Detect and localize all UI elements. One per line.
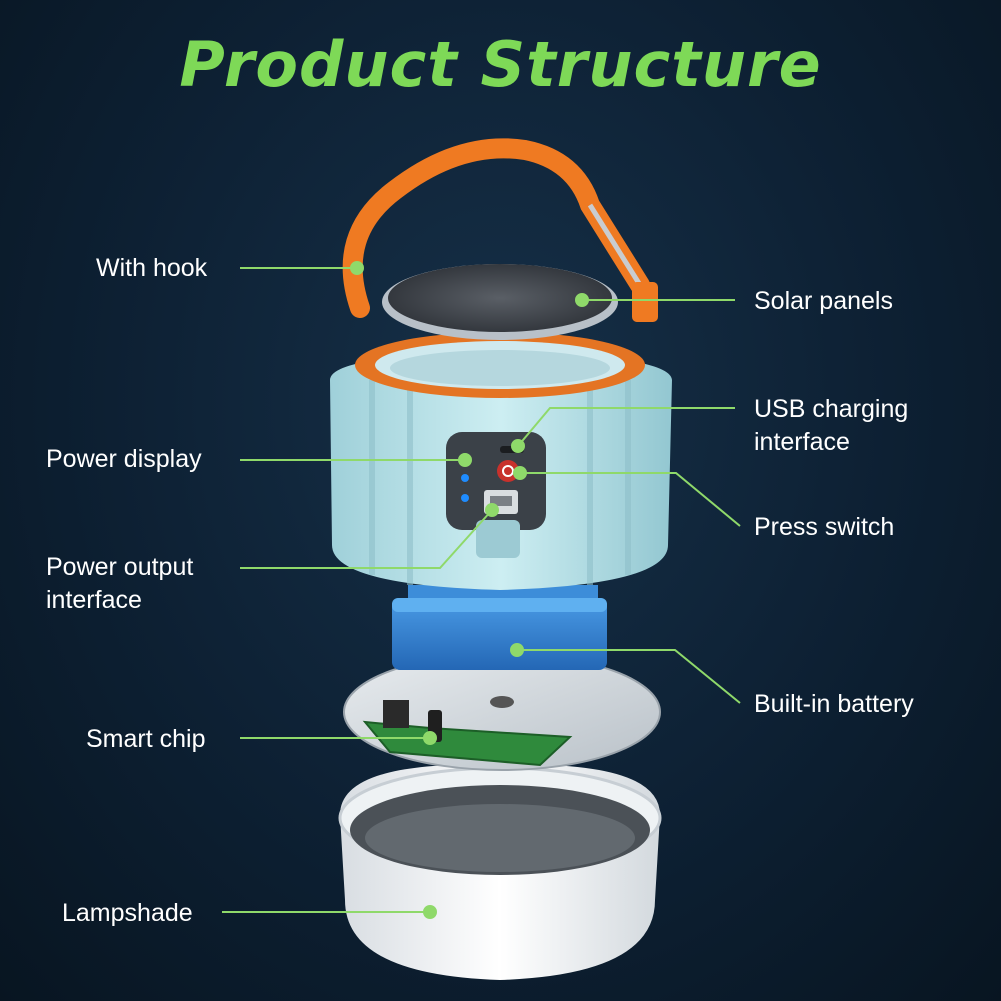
label-power-output: Power output interface: [46, 553, 194, 614]
leader-press-switch: [520, 472, 741, 527]
leader-battery: [517, 649, 741, 704]
label-solar-panels: Solar panels: [754, 287, 893, 315]
circuit-plate: [343, 653, 661, 771]
leader-power-output: [240, 509, 493, 569]
dot-usb: [511, 439, 525, 453]
dot-press-switch: [513, 466, 527, 480]
leader-usb: [517, 407, 735, 447]
dot-battery: [510, 643, 524, 657]
battery-part: [392, 585, 607, 670]
hook-handle: [342, 138, 658, 322]
label-press-switch: Press switch: [754, 513, 895, 541]
dot-smart-chip: [423, 731, 437, 745]
label-lampshade: Lampshade: [62, 899, 193, 927]
lantern-body: [330, 332, 672, 590]
dot-with-hook: [350, 261, 364, 275]
diagram-title: Product Structure: [179, 28, 822, 101]
dot-power-display: [458, 453, 472, 467]
label-smart-chip: Smart chip: [86, 725, 206, 753]
dot-lampshade: [423, 905, 437, 919]
label-power-display: Power display: [46, 445, 202, 473]
label-with-hook: With hook: [96, 254, 208, 282]
solar-panel-part: [382, 264, 618, 340]
lampshade-part: [338, 764, 662, 980]
dot-solar-panels: [575, 293, 589, 307]
label-usb-charging: USB charging interface: [754, 395, 909, 456]
dot-power-output: [485, 503, 499, 517]
label-built-in-battery: Built-in battery: [754, 690, 914, 718]
leader-lines: [222, 261, 741, 919]
